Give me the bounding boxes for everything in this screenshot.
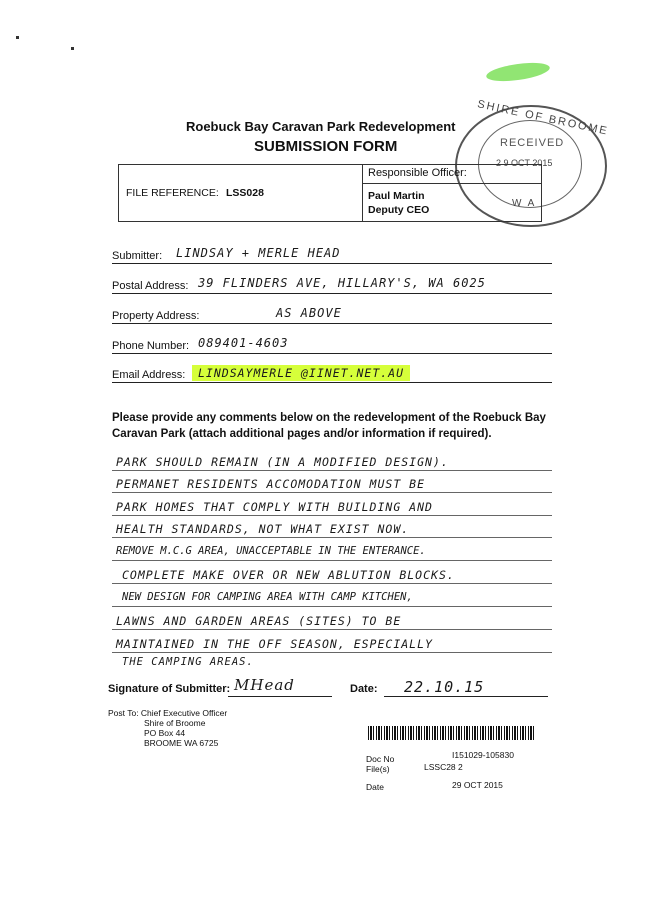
comment-rule xyxy=(112,515,552,516)
comment-line-6: COMPLETE MAKE OVER OR NEW ABLUTION BLOCK… xyxy=(122,568,455,582)
post-to-line-1: Post To: Chief Executive Officer xyxy=(108,708,228,718)
comment-rule xyxy=(112,492,552,493)
date-value: 22.10.15 xyxy=(404,678,485,696)
files-label: File(s) xyxy=(366,764,390,774)
submitter-line xyxy=(112,263,552,264)
comment-line-1: PARK SHOULD REMAIN (IN A MODIFIED DESIGN… xyxy=(116,455,449,469)
comment-rule xyxy=(112,560,552,561)
comment-line-5: REMOVE M.C.G AREA, UNACCEPTABLE IN THE E… xyxy=(116,545,426,557)
comment-line-9: MAINTAINED IN THE OFF SEASON, ESPECIALLY xyxy=(116,637,433,651)
stamp-bottom-text: W A xyxy=(512,198,537,209)
stamp-date: 2 9 OCT 2015 xyxy=(496,158,553,168)
comment-rule xyxy=(112,606,552,607)
phone-number-label: Phone Number: xyxy=(112,340,190,352)
officer-name: Paul Martin xyxy=(368,190,425,202)
property-address-line xyxy=(112,323,552,324)
reference-divider xyxy=(362,164,363,221)
comment-line-8: LAWNS AND GARDEN AREAS (SITES) TO BE xyxy=(116,614,402,628)
file-reference-label: FILE REFERENCE: xyxy=(126,187,219,199)
reference-hline xyxy=(362,183,541,184)
files-value: LSSC28 2 xyxy=(424,762,463,772)
submitter-value: LINDSAY + MERLE HEAD xyxy=(176,246,341,260)
comment-rule xyxy=(112,629,552,630)
responsible-officer-label: Responsible Officer: xyxy=(368,167,467,179)
email-address-value: LINDSAYMERLE @IINET.NET.AU xyxy=(192,365,411,381)
scan-speck xyxy=(16,36,19,39)
signature-label: Signature of Submitter: xyxy=(108,683,231,695)
property-address-value: AS ABOVE xyxy=(276,306,342,320)
comment-rule xyxy=(112,583,552,584)
postal-address-line xyxy=(112,293,552,294)
post-to-line-4: BROOME WA 6725 xyxy=(144,738,219,748)
comment-rule xyxy=(112,470,552,471)
reference-box xyxy=(118,164,542,222)
email-address-label: Email Address: xyxy=(112,369,186,381)
phone-number-value: 089401-4603 xyxy=(198,336,289,350)
post-to-line-3: PO Box 44 xyxy=(144,728,186,738)
post-to-line-2: Shire of Broome xyxy=(144,718,206,728)
file-reference-value: LSS028 xyxy=(226,187,264,199)
comment-rule xyxy=(112,652,552,653)
phone-number-line xyxy=(112,353,552,354)
form-subtitle: SUBMISSION FORM xyxy=(254,138,398,155)
signature-line xyxy=(228,696,332,697)
date-label: Date: xyxy=(350,683,378,695)
doc-date-label: Date xyxy=(366,782,384,792)
comment-rule xyxy=(112,537,552,538)
stamp-status: RECEIVED xyxy=(500,137,565,149)
comment-line-2: PERMANET RESIDENTS ACCOMODATION MUST BE xyxy=(116,477,426,491)
received-stamp xyxy=(455,105,607,227)
comment-line-10: THE CAMPING AREAS. xyxy=(122,656,254,668)
comment-line-3: PARK HOMES THAT COMPLY WITH BUILDING AND xyxy=(116,500,433,514)
postal-address-value: 39 FLINDERS AVE, HILLARY'S, WA 6025 xyxy=(198,276,486,290)
highlighter-mark xyxy=(485,59,551,85)
scan-speck xyxy=(71,47,74,50)
email-address-line xyxy=(112,382,552,383)
submitter-label: Submitter: xyxy=(112,250,163,262)
property-address-label: Property Address: xyxy=(112,310,200,322)
signature-value: MHead xyxy=(234,676,295,694)
form-title: Roebuck Bay Caravan Park Redevelopment xyxy=(186,119,456,134)
document-barcode xyxy=(368,726,536,740)
doc-date-value: 29 OCT 2015 xyxy=(452,780,503,790)
doc-no-label: Doc No xyxy=(366,754,395,764)
postal-address-label: Postal Address: xyxy=(112,280,189,292)
comments-instruction: Please provide any comments below on the… xyxy=(112,412,546,440)
comment-line-4: HEALTH STANDARDS, NOT WHAT EXIST NOW. xyxy=(116,522,410,536)
doc-no-value: I151029-105830 xyxy=(452,750,514,760)
date-line xyxy=(384,696,548,697)
officer-title: Deputy CEO xyxy=(368,204,430,216)
comment-line-7: NEW DESIGN FOR CAMPING AREA WITH CAMP KI… xyxy=(122,591,413,603)
